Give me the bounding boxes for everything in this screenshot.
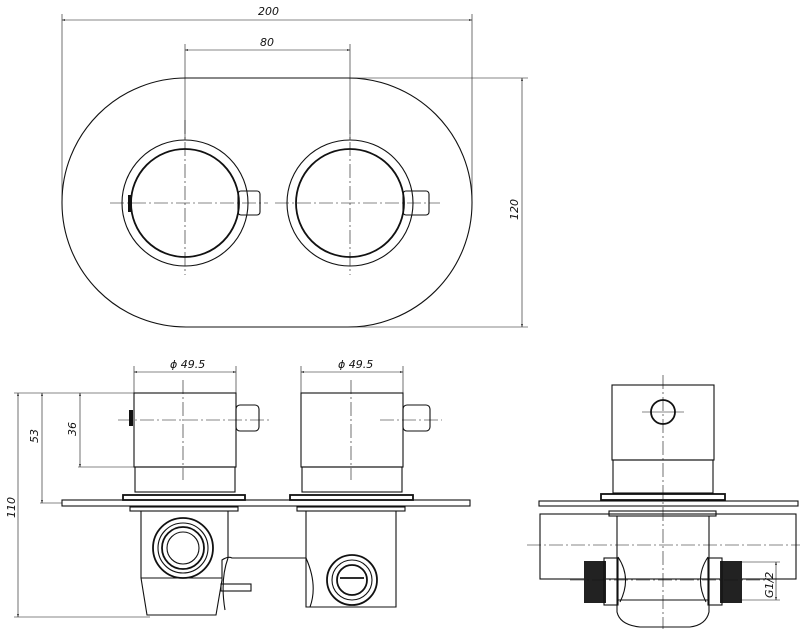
knob-left-side: ϕ 49.5 — [118, 358, 272, 501]
knob-right-side: ϕ 49.5 — [289, 358, 442, 501]
knob-left-front — [110, 120, 268, 275]
dimension-200-label: 200 — [258, 5, 279, 18]
side-view: 110 53 36 ϕ 49.5 ϕ 49. — [5, 358, 471, 618]
front-view: 200 80 120 — [61, 5, 528, 328]
dimension-36-label: 36 — [66, 422, 79, 436]
valve-body-side — [129, 506, 406, 616]
end-view: G1/2 — [527, 375, 800, 629]
diameter-left-label: ϕ 49.5 — [170, 358, 205, 371]
dimension-110-label: 110 — [5, 497, 18, 518]
thread-g12-label: G1/2 — [763, 572, 776, 598]
thread-right — [720, 561, 742, 603]
dimension-120-label: 120 — [508, 199, 521, 220]
knob-right-front — [275, 120, 440, 275]
cover-plate-outline — [61, 77, 473, 328]
cover-plate-side — [61, 499, 471, 507]
dimension-53-label: 53 — [28, 429, 41, 443]
diameter-right-label: ϕ 49.5 — [338, 358, 373, 371]
thread-left — [584, 561, 606, 603]
dimension-80-label: 80 — [260, 36, 274, 49]
